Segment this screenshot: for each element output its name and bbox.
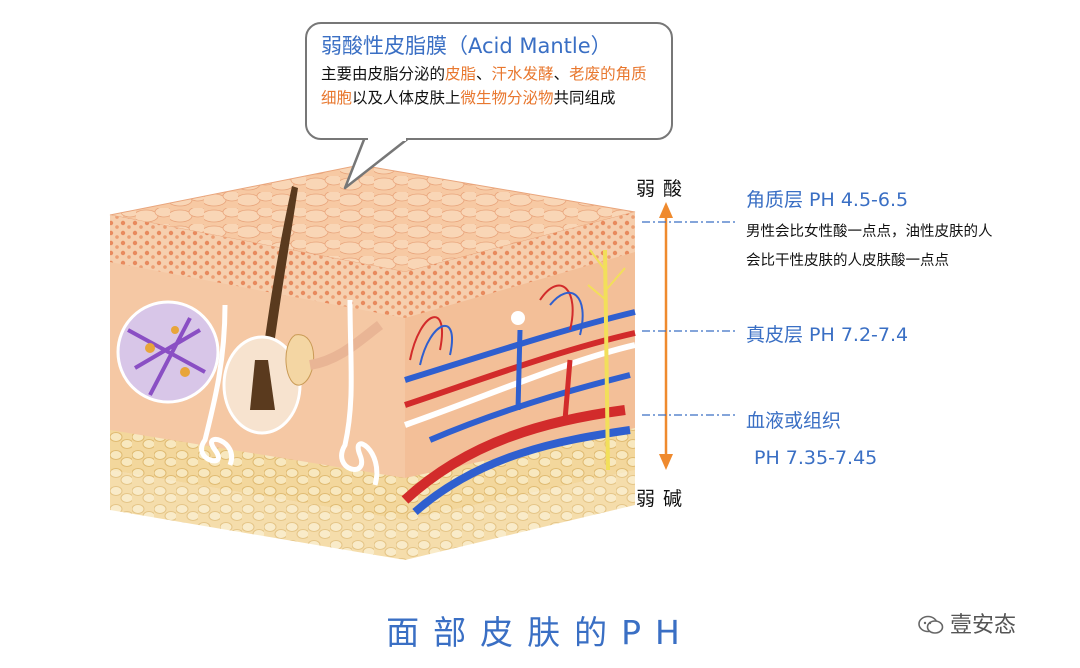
acid-mantle-callout: 弱酸性皮脂膜（Acid Mantle） 主要由皮脂分泌的皮脂、汗水发酵、老废的角… — [305, 22, 673, 140]
callout-highlight: 微生物分泌物 — [460, 89, 554, 107]
callout-highlight: 汗水发酵 — [491, 65, 554, 83]
layer-dermis-title: 真皮层 PH 7.2-7.4 — [746, 324, 909, 346]
layer-stratum-corneum-desc-1: 男性会比女性酸一点点，油性皮肤的人 — [746, 224, 993, 240]
sweat-gland — [199, 304, 235, 466]
callout-highlight: 老废的角质细胞 — [321, 65, 647, 107]
axis-top-label: 弱酸 — [636, 178, 691, 200]
layer-stratum-corneum-desc-2: 会比干性皮肤的人皮肤酸一点点 — [746, 253, 949, 269]
callout-text: 共同组成 — [553, 89, 616, 107]
wechat-icon — [918, 615, 944, 635]
lymph-vessel-white — [404, 342, 636, 428]
layer-stratum-corneum-title: 角质层 PH 4.5-6.5 — [746, 189, 909, 211]
callout-text: 主要由皮脂分泌的 — [321, 65, 446, 83]
sebaceous-gland — [285, 334, 315, 386]
axis-bottom-label: 弱碱 — [636, 488, 691, 510]
arrow-head-down — [659, 454, 673, 470]
callout-title: 弱酸性皮脂膜（Acid Mantle） — [321, 34, 612, 58]
nerve-fiber — [603, 249, 610, 471]
callout-text: 、 — [553, 65, 570, 83]
watermark: 壹安态 — [918, 607, 1016, 639]
figure-caption: 面部皮肤的PH — [386, 613, 694, 652]
callout-text: 以及人体皮肤上 — [352, 89, 461, 107]
layer-blood-title: 血液或组织 — [746, 410, 842, 432]
arrow-head-up — [659, 202, 673, 218]
callout-body: 主要由皮脂分泌的皮脂、汗水发酵、老废的角质细胞以及人体皮肤上微生物分泌物共同组成 — [321, 62, 657, 110]
callout-text: 、 — [476, 65, 492, 83]
callout-highlight: 皮脂 — [445, 65, 477, 83]
watermark-text: 壹安态 — [950, 613, 1017, 638]
layer-blood-ph: PH 7.35-7.45 — [754, 447, 878, 469]
